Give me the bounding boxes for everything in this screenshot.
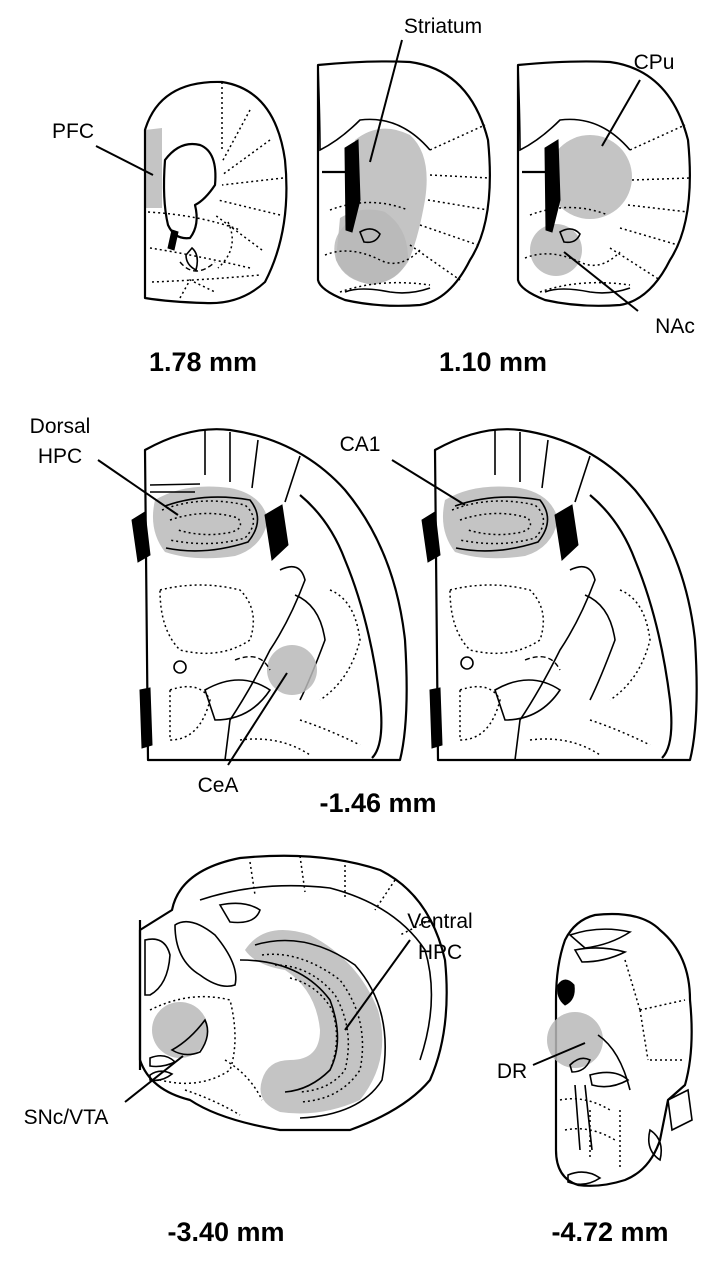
label-dorsal-hpc-line2: HPC xyxy=(38,445,82,468)
label-cea: CeA xyxy=(198,774,239,797)
label-ventral-hpc-line2: HPC xyxy=(418,941,462,964)
coordinate-1-10: 1.10 mm xyxy=(439,347,547,377)
label-pfc: PFC xyxy=(52,120,94,143)
label-snc-vta: SNc/VTA xyxy=(24,1106,109,1129)
label-nac: NAc xyxy=(655,315,695,338)
section-ca1-slice xyxy=(422,429,697,760)
section-pfc-slice xyxy=(145,82,286,303)
label-dr: DR xyxy=(497,1060,527,1083)
label-ca1: CA1 xyxy=(340,433,381,456)
section-ventral-hpc-snc-vta-slice xyxy=(140,856,447,1130)
coordinate-minus-1-46: -1.46 mm xyxy=(319,788,436,818)
label-ventral-hpc-line1: Ventral xyxy=(407,910,472,933)
label-dorsal-hpc-line1: Dorsal xyxy=(30,415,91,438)
section-striatum-slice xyxy=(318,61,490,305)
section-cpu-nac-slice xyxy=(518,61,690,305)
coordinate-minus-4-72: -4.72 mm xyxy=(551,1217,668,1247)
label-striatum: Striatum xyxy=(404,15,482,38)
section-dorsal-hpc-cea-slice xyxy=(132,429,407,760)
coordinate-1-78: 1.78 mm xyxy=(149,347,257,377)
label-cpu: CPu xyxy=(634,51,675,74)
coordinate-minus-3-40: -3.40 mm xyxy=(167,1217,284,1247)
